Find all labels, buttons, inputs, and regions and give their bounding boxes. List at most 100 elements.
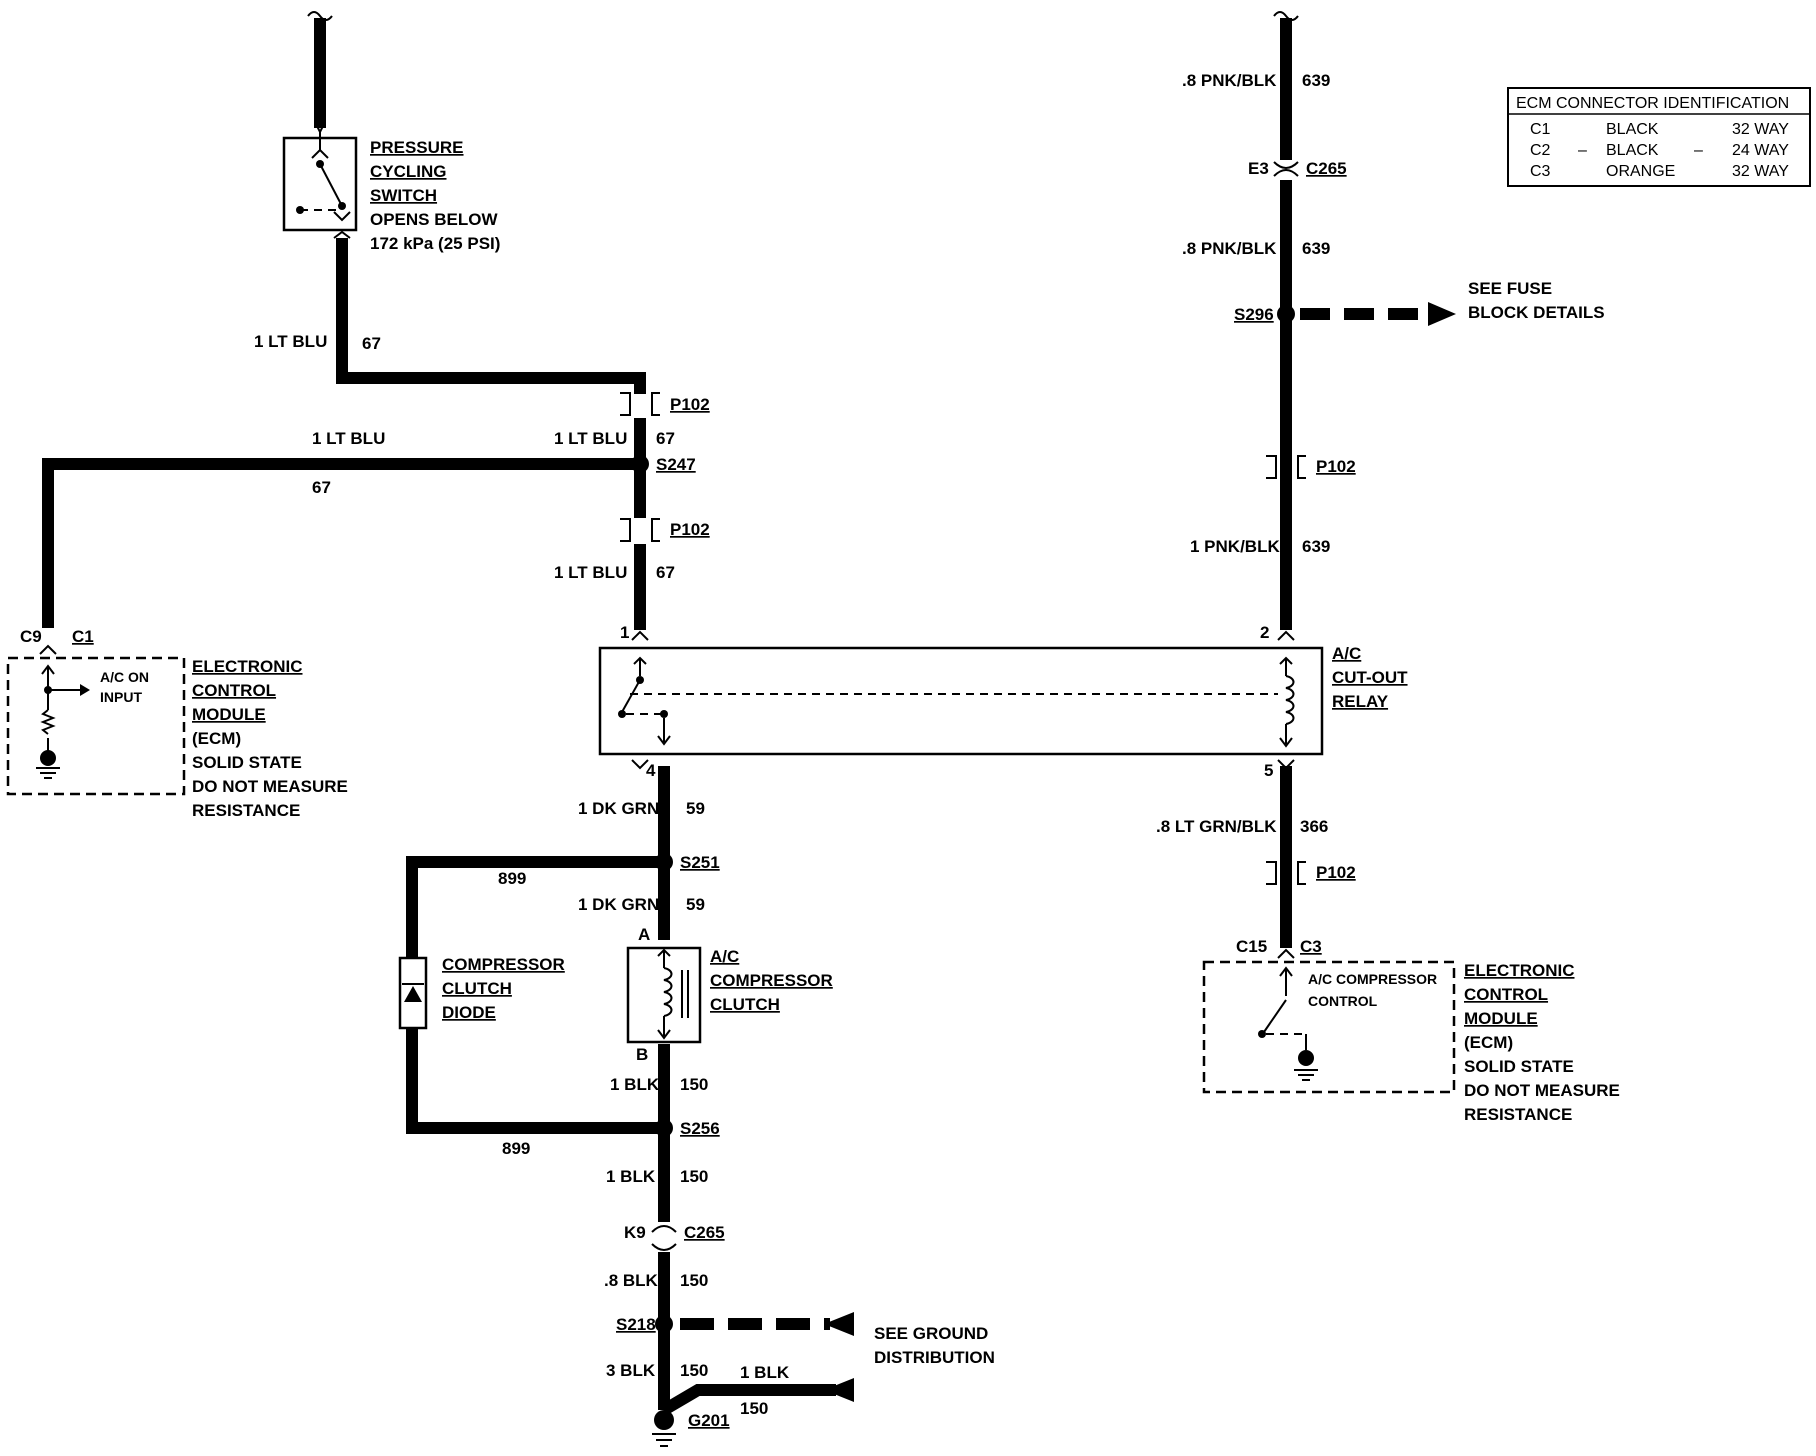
pressure-cycling-switch bbox=[282, 123, 358, 239]
wire-150-d-gauge: 3 BLK bbox=[606, 1361, 656, 1380]
fuse-ref-1: SEE FUSE bbox=[1468, 279, 1552, 298]
s218-label: S218 bbox=[616, 1315, 656, 1334]
clutch-pin-b: B bbox=[636, 1045, 648, 1064]
clutch-name-2: COMPRESSOR bbox=[710, 971, 833, 990]
ecm-right-note-2: SOLID STATE bbox=[1464, 1057, 1574, 1076]
ecm-row-3-ways: 32 WAY bbox=[1732, 163, 1789, 180]
wire-67-left-gauge: 1 LT BLU bbox=[312, 429, 385, 448]
c265-connector-top bbox=[1273, 161, 1299, 177]
relay-name-3: RELAY bbox=[1332, 692, 1389, 711]
splice-s256 bbox=[655, 1119, 673, 1137]
s256-label: S256 bbox=[680, 1119, 720, 1138]
wire-150-e bbox=[660, 1384, 836, 1416]
p102-connector-d bbox=[1266, 861, 1306, 885]
ground-ref-2: DISTRIBUTION bbox=[874, 1348, 995, 1367]
splice-s218 bbox=[655, 1315, 673, 1333]
wire-639-top-gauge: .8 PNK/BLK bbox=[1182, 71, 1277, 90]
wire-639-bottom-circuit: 639 bbox=[1302, 537, 1330, 556]
wire-break-symbol bbox=[307, 11, 333, 21]
diode-name-3: DIODE bbox=[442, 1003, 496, 1022]
wire-639-mid-circuit: 639 bbox=[1302, 239, 1330, 258]
relay-pin-4: 4 bbox=[646, 761, 656, 780]
ecm-left-name-2: CONTROL bbox=[192, 681, 276, 700]
wire-150-e-gauge: 1 BLK bbox=[740, 1363, 790, 1382]
c265-bottom-pin: K9 bbox=[624, 1223, 646, 1242]
ecm-left-name-3: MODULE bbox=[192, 705, 266, 724]
ecm-row-1-ways: 32 WAY bbox=[1732, 121, 1789, 138]
wire-break-symbol-right bbox=[1273, 11, 1299, 21]
diode-name-1: COMPRESSOR bbox=[442, 955, 565, 974]
wire-366-gauge: .8 LT GRN/BLK bbox=[1156, 817, 1277, 836]
ecm-left-input-2: INPUT bbox=[100, 689, 142, 705]
wire-67-top bbox=[336, 238, 646, 394]
s296-label: S296 bbox=[1234, 305, 1274, 324]
ecm-left-conn: C1 bbox=[72, 627, 94, 646]
s251-label: S251 bbox=[680, 853, 720, 872]
relay-name-1: A/C bbox=[1332, 644, 1361, 663]
diode-name-2: CLUTCH bbox=[442, 979, 512, 998]
wire-59-top-gauge: 1 DK GRN bbox=[578, 799, 659, 818]
ecm-row-3-color: ORANGE bbox=[1606, 163, 1675, 180]
ecm-left-pin: C9 bbox=[20, 627, 42, 646]
ecm-right-note-3: DO NOT MEASURE bbox=[1464, 1081, 1620, 1100]
wire-67-left-circuit: 67 bbox=[312, 478, 331, 497]
s247-label: S247 bbox=[656, 455, 696, 474]
p102-a-label: P102 bbox=[670, 395, 710, 414]
ecm-left-note-3: DO NOT MEASURE bbox=[192, 777, 348, 796]
wire-366-circuit: 366 bbox=[1300, 817, 1328, 836]
wire-67-top-gauge: 1 LT BLU bbox=[254, 332, 327, 351]
wire-150-b-gauge: 1 BLK bbox=[606, 1167, 656, 1186]
ac-compressor-clutch bbox=[626, 946, 702, 1044]
ecm-row-2-id: C2 bbox=[1530, 142, 1551, 159]
relay-pin-1: 1 bbox=[620, 623, 629, 642]
fuse-ref-2: BLOCK DETAILS bbox=[1468, 303, 1605, 322]
wire-150-c-circuit: 150 bbox=[680, 1271, 708, 1290]
clutch-pin-a: A bbox=[638, 925, 650, 944]
c265-top-label: C265 bbox=[1306, 159, 1347, 178]
relay-name-2: CUT-OUT bbox=[1332, 668, 1408, 687]
wire-150-e-circuit: 150 bbox=[740, 1399, 768, 1418]
clutch-name-3: CLUTCH bbox=[710, 995, 780, 1014]
wire-67-mid-top-gauge: 1 LT BLU bbox=[554, 429, 627, 448]
relay-pin-2: 2 bbox=[1260, 623, 1269, 642]
ecm-right-name-1: ELECTRONIC bbox=[1464, 961, 1575, 980]
ecm-right-conn: C3 bbox=[1300, 937, 1322, 956]
ground-g201 bbox=[652, 1410, 676, 1447]
wire-67-mid-bottom-gauge: 1 LT BLU bbox=[554, 563, 627, 582]
wire-59-bottom-circuit: 59 bbox=[686, 895, 705, 914]
ecm-table-title: ECM CONNECTOR IDENTIFICATION bbox=[1516, 95, 1789, 112]
ac-cutout-relay bbox=[598, 630, 1324, 770]
ecm-right-name-3: MODULE bbox=[1464, 1009, 1538, 1028]
p102-b-label: P102 bbox=[670, 520, 710, 539]
ground-ref-1: SEE GROUND bbox=[874, 1324, 988, 1343]
pressure-switch-name-2: CYCLING bbox=[370, 162, 447, 181]
wire-150-b-circuit: 150 bbox=[680, 1167, 708, 1186]
wire-150-a-gauge: 1 BLK bbox=[610, 1075, 660, 1094]
splice-s296 bbox=[1277, 305, 1295, 323]
pressure-switch-name-3: SWITCH bbox=[370, 186, 437, 205]
wire-899-top-circuit: 899 bbox=[498, 869, 526, 888]
wire-899-bottom-circuit: 899 bbox=[502, 1139, 530, 1158]
ecm-left-input-1: A/C ON bbox=[100, 669, 149, 685]
relay-pin-5: 5 bbox=[1264, 761, 1273, 780]
pressure-switch-name-1: PRESSURE bbox=[370, 138, 464, 157]
ecm-row-2-sep1: – bbox=[1578, 142, 1587, 159]
ecm-row-2-sep2: – bbox=[1694, 142, 1703, 159]
wire-639-top-circuit: 639 bbox=[1302, 71, 1330, 90]
clutch-name-1: A/C bbox=[710, 947, 739, 966]
g201-ref-arrow bbox=[824, 1378, 854, 1402]
ecm-left-module bbox=[6, 644, 186, 796]
ecm-left-name-1: ELECTRONIC bbox=[192, 657, 303, 676]
compressor-clutch-diode bbox=[398, 956, 428, 1030]
p102-c-label: P102 bbox=[1316, 457, 1356, 476]
ecm-left-note-4: RESISTANCE bbox=[192, 801, 300, 820]
ecm-left-note-2: SOLID STATE bbox=[192, 753, 302, 772]
fuse-ref-arrow bbox=[1428, 302, 1456, 326]
ecm-connector-table bbox=[1507, 87, 1811, 187]
ecm-right-input-1: A/C COMPRESSOR bbox=[1308, 971, 1437, 987]
wire-150-a-circuit: 150 bbox=[680, 1075, 708, 1094]
c265-connector-bottom bbox=[651, 1225, 677, 1251]
p102-connector-b bbox=[620, 518, 660, 542]
pressure-switch-note-2: 172 kPa (25 PSI) bbox=[370, 234, 500, 253]
